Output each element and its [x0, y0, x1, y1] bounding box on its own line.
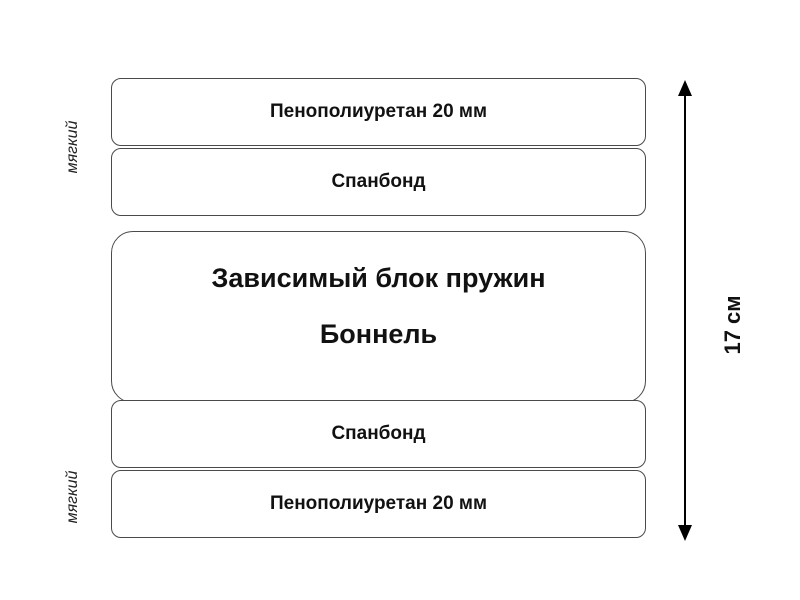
- spring-block-label: Зависимый блок пружин Боннель: [211, 250, 545, 362]
- layer-foam-top-label: Пенополиуретан 20 мм: [269, 101, 488, 122]
- dimension-label: 17 см: [720, 295, 745, 355]
- spring-block-label-line1: Зависимый блок пружин: [211, 263, 546, 293]
- layer-spunbond-bottom: Спанбонд: [111, 400, 646, 468]
- layer-foam-bottom: Пенополиуретан 20 мм: [111, 470, 646, 538]
- side-label-bottom: мягкий: [64, 470, 81, 524]
- dimension-arrow-head-bottom: [678, 525, 692, 541]
- dimension-arrow-head-top: [678, 80, 692, 96]
- layer-foam-bottom-label: Пенополиуретан 20 мм: [269, 493, 488, 514]
- layer-spunbond-bottom-label: Спанбонд: [331, 423, 426, 444]
- dimension-arrow-icon: [678, 80, 692, 541]
- spring-block-label-line2: Боннель: [319, 319, 438, 349]
- layer-foam-top: Пенополиуретан 20 мм: [111, 78, 646, 146]
- layer-spunbond-top-label: Спанбонд: [331, 171, 426, 192]
- side-label-top: мягкий: [64, 120, 81, 174]
- layer-spring-block: Зависимый блок пружин Боннель: [111, 231, 646, 403]
- layer-spunbond-top: Спанбонд: [111, 148, 646, 216]
